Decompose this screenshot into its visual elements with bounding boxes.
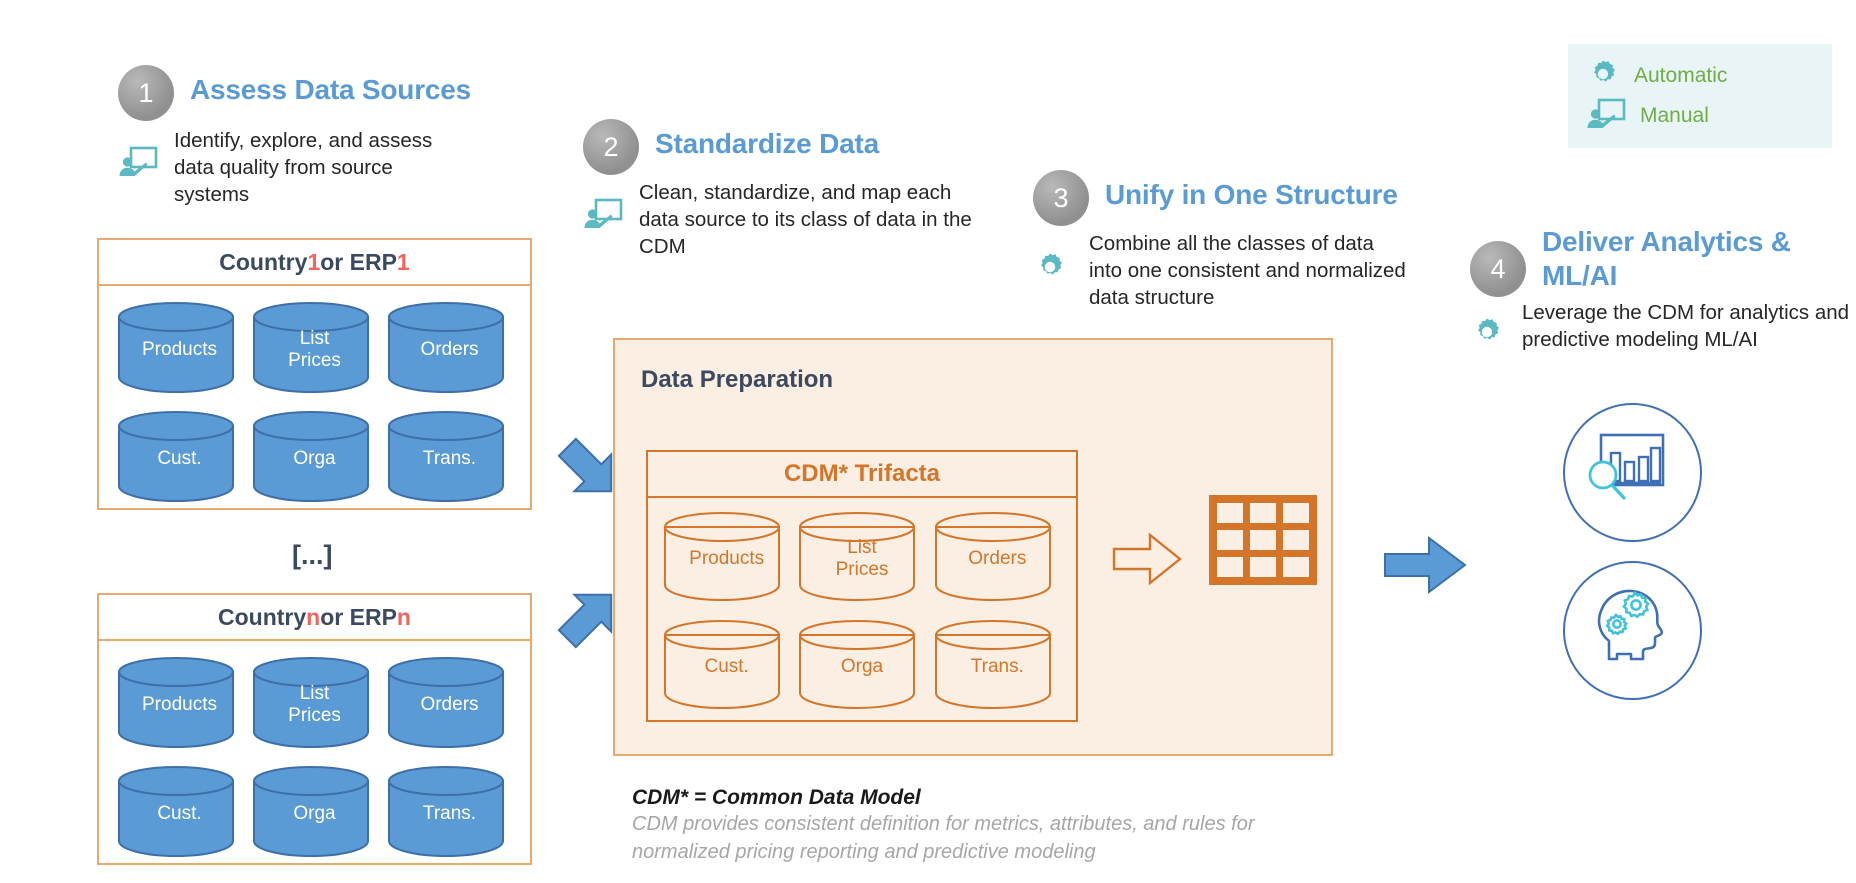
cylinder-label: Orga: [293, 447, 336, 469]
analytics-chart-icon: [1563, 403, 1702, 542]
cylinder-label: Orders: [968, 548, 1027, 569]
source-box-country-1: Country 1 or ERP 1 Products List Prices …: [97, 238, 532, 510]
source-1-prefix: Country: [219, 248, 308, 275]
cylinder-label: List Prices: [288, 682, 341, 726]
cylinder-label: List Prices: [288, 327, 341, 371]
footnote-line-1: CDM provides consistent definition for m…: [632, 813, 1255, 835]
ai-head-gears-icon: [1563, 561, 1702, 700]
cylinder-products: Products: [115, 300, 244, 399]
gear-icon: [1033, 230, 1075, 289]
cylinder-label: Orga: [840, 656, 884, 677]
step-2: 2 Standardize Data Clean, standardize, a…: [583, 119, 1003, 260]
cylinder-label: Cust.: [704, 656, 749, 677]
legend-panel: Automatic Manual: [1568, 44, 1832, 148]
gear-icon: [1470, 299, 1510, 354]
cdm-cylinder-cust: Cust.: [662, 618, 791, 716]
step-3-title: Unify in One Structure: [1105, 179, 1398, 210]
step-3-description: Combine all the classes of data into one…: [1089, 232, 1406, 309]
data-preparation-box: Data Preparation CDM* Trifacta Products …: [613, 338, 1333, 756]
cylinder-cust: Cust.: [115, 764, 244, 863]
step-3: 3 Unify in One Structure Combine all the…: [1033, 170, 1453, 311]
step-2-description: Clean, standardize, and map each data so…: [639, 181, 972, 258]
source-box-country-n: Country n or ERP n Products List Prices …: [97, 593, 532, 865]
step-4: 4 Deliver Analytics & ML/AI Leverage the…: [1470, 225, 1850, 354]
cdm-cylinder-list-prices: List Prices: [797, 510, 926, 608]
cylinder-label: Trans.: [422, 802, 477, 824]
cylinder-list-prices: List Prices: [250, 300, 379, 399]
cdm-cylinder-products: Products: [662, 510, 791, 608]
source-box-1-header: Country 1 or ERP 1: [99, 240, 530, 286]
ellipsis-label: [...]: [292, 540, 333, 570]
cylinder-label: Orders: [420, 338, 479, 360]
cylinder-products: Products: [115, 655, 244, 754]
step-2-title: Standardize Data: [655, 128, 879, 159]
source-box-2-header: Country n or ERP n: [99, 595, 530, 641]
cylinder-orders: Orders: [385, 300, 514, 399]
data-preparation-title: Data Preparation: [641, 366, 834, 393]
step-4-number: 4: [1470, 241, 1526, 297]
cylinder-trans: Trans.: [385, 409, 514, 508]
cylinder-orders: Orders: [385, 655, 514, 754]
cylinder-label: Trans.: [422, 447, 477, 469]
cdm-cylinder-orders: Orders: [933, 510, 1062, 608]
legend-label-manual: Manual: [1640, 104, 1709, 127]
whiteboard-person-icon: [583, 179, 627, 236]
source-2-num2: n: [396, 603, 411, 630]
source-2-num1: n: [306, 603, 321, 630]
cdm-cylinder-trans: Trans.: [933, 618, 1062, 716]
cylinder-label: Products: [689, 548, 765, 569]
cylinder-trans: Trans.: [385, 764, 514, 863]
cdm-cylinder-orga: Orga: [797, 618, 926, 716]
whiteboard-person-icon: [118, 127, 162, 184]
legend-label-automatic: Automatic: [1634, 64, 1728, 87]
unified-table-icon: [1209, 495, 1317, 590]
source-2-middle: or ERP: [320, 603, 397, 630]
cylinder-label: List Prices: [835, 537, 889, 580]
arrow-down-right-icon: [552, 432, 628, 513]
source-1-num1: 1: [307, 248, 321, 275]
step-1: 1 Assess Data Sources Identify, explore,…: [118, 65, 518, 208]
arrow-right-outline-icon: [1111, 532, 1183, 591]
source-1-middle: or ERP: [320, 248, 397, 275]
cylinder-orga: Orga: [250, 764, 379, 863]
footnote-line-2: normalized pricing reporting and predict…: [632, 841, 1096, 863]
step-3-number: 3: [1033, 170, 1089, 226]
legend-item-manual: Manual: [1586, 96, 1806, 136]
cylinder-label: Orga: [293, 802, 336, 824]
step-2-number: 2: [583, 119, 639, 175]
cylinder-cust: Cust.: [115, 409, 244, 508]
source-1-num2: 1: [396, 248, 410, 275]
cdm-trifacta-box: CDM* Trifacta Products List Prices Order…: [646, 450, 1078, 722]
cylinder-label: Products: [142, 693, 217, 715]
arrow-right-icon: [1382, 534, 1468, 601]
footnote-bold: CDM* = Common Data Model: [632, 786, 921, 809]
cylinder-label: Cust.: [157, 802, 202, 824]
whiteboard-person-icon: [1586, 97, 1626, 136]
gear-icon: [1586, 57, 1620, 96]
cylinder-orga: Orga: [250, 409, 379, 508]
cdm-trifacta-header: CDM* Trifacta: [648, 452, 1076, 498]
arrow-up-right-icon: [552, 578, 628, 659]
step-1-number: 1: [118, 65, 174, 121]
step-1-description: Identify, explore, and assess data quali…: [174, 129, 433, 206]
cylinder-label: Products: [142, 338, 217, 360]
legend-item-automatic: Automatic: [1586, 56, 1806, 96]
cylinder-label: Cust.: [157, 447, 202, 469]
step-1-title: Assess Data Sources: [190, 74, 472, 105]
step-4-title: Deliver Analytics & ML/AI: [1542, 226, 1791, 291]
cylinder-label: Trans.: [970, 656, 1024, 677]
step-4-description: Leverage the CDM for analytics and predi…: [1522, 301, 1850, 351]
cylinder-label: Orders: [420, 693, 479, 715]
source-2-prefix: Country: [218, 603, 307, 630]
cylinder-list-prices: List Prices: [250, 655, 379, 754]
footnote: CDM* = Common Data Model CDM provides co…: [632, 786, 1312, 866]
